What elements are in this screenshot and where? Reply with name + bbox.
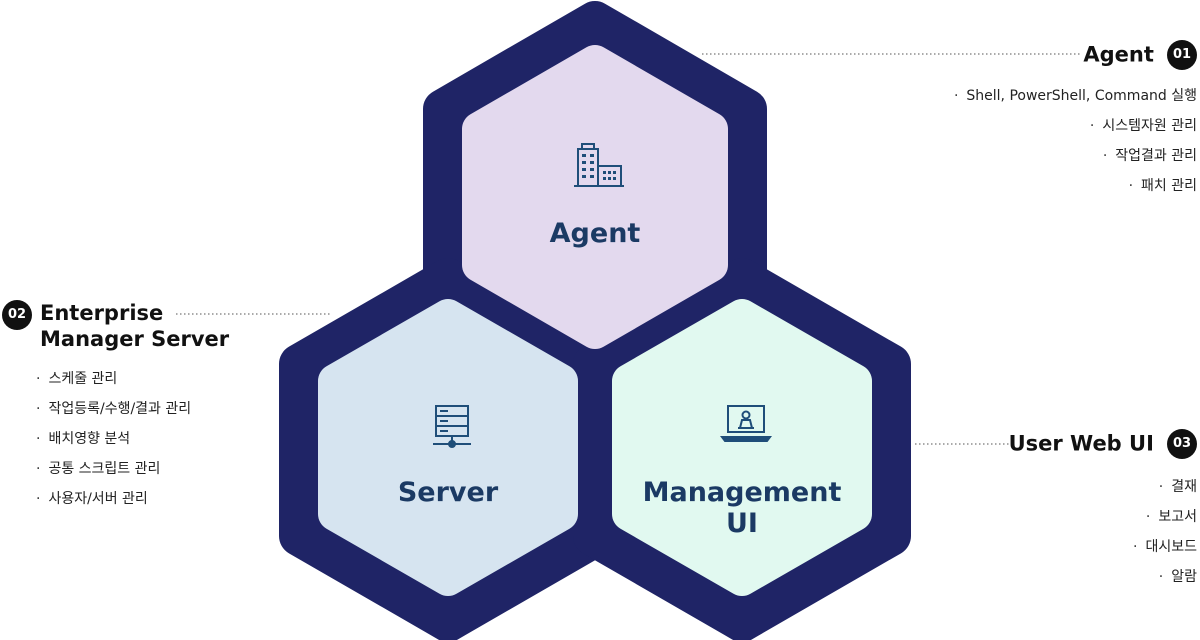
ems-feature-list: ·스케줄 관리 ·작업등록/수행/결과 관리 ·배치영향 분석 ·공통 스크립트…	[36, 364, 282, 514]
list-item: ·작업등록/수행/결과 관리	[36, 401, 192, 417]
list-item: ·배치영향 분석	[36, 431, 131, 447]
ems-section: 02 Enterprise Manager Server ·스케줄 관리 ·작업…	[2, 300, 282, 514]
agent-section-title: Agent	[1083, 42, 1154, 67]
laptop-user-icon	[720, 405, 772, 442]
list-item: ·패치 관리	[1128, 178, 1197, 194]
agent-feature-list: ·Shell, PowerShell, Command 실행 ·시스템자원 관리…	[877, 81, 1197, 201]
list-item: ·작업결과 관리	[1102, 148, 1197, 164]
management-hex-title-line1: Management	[643, 477, 842, 508]
server-hex-title: Server	[398, 477, 499, 508]
web-section-title: User Web UI	[1008, 431, 1154, 456]
list-item: ·보고서	[1145, 509, 1197, 525]
web-section: User Web UI 03 ·결재 ·보고서 ·대시보드 ·알람	[897, 428, 1197, 592]
agent-hex	[462, 45, 728, 349]
management-hex-title-line2: UI	[726, 508, 758, 539]
ems-section-number: 02	[2, 300, 32, 330]
management-hex	[612, 299, 872, 596]
web-feature-list: ·결재 ·보고서 ·대시보드 ·알람	[897, 472, 1197, 592]
list-item: ·시스템자원 관리	[1089, 118, 1197, 134]
list-item: ·Shell, PowerShell, Command 실행	[953, 88, 1197, 104]
ems-section-title: Enterprise Manager Server	[40, 301, 230, 351]
web-section-number: 03	[1167, 428, 1197, 459]
agent-section-number: 01	[1167, 39, 1197, 70]
list-item: ·대시보드	[1133, 539, 1197, 555]
building-icon	[574, 143, 624, 187]
server-hex	[318, 299, 578, 596]
list-item: ·스케줄 관리	[36, 371, 118, 387]
agent-hex-title: Agent	[550, 218, 641, 249]
server-icon	[433, 405, 471, 448]
agent-section: Agent 01 ·Shell, PowerShell, Command 실행 …	[877, 39, 1197, 201]
list-item: ·공통 스크립트 관리	[36, 461, 161, 477]
list-item: ·사용자/서버 관리	[36, 491, 148, 507]
list-item: ·알람	[1158, 569, 1197, 585]
list-item: ·결재	[1158, 479, 1197, 495]
